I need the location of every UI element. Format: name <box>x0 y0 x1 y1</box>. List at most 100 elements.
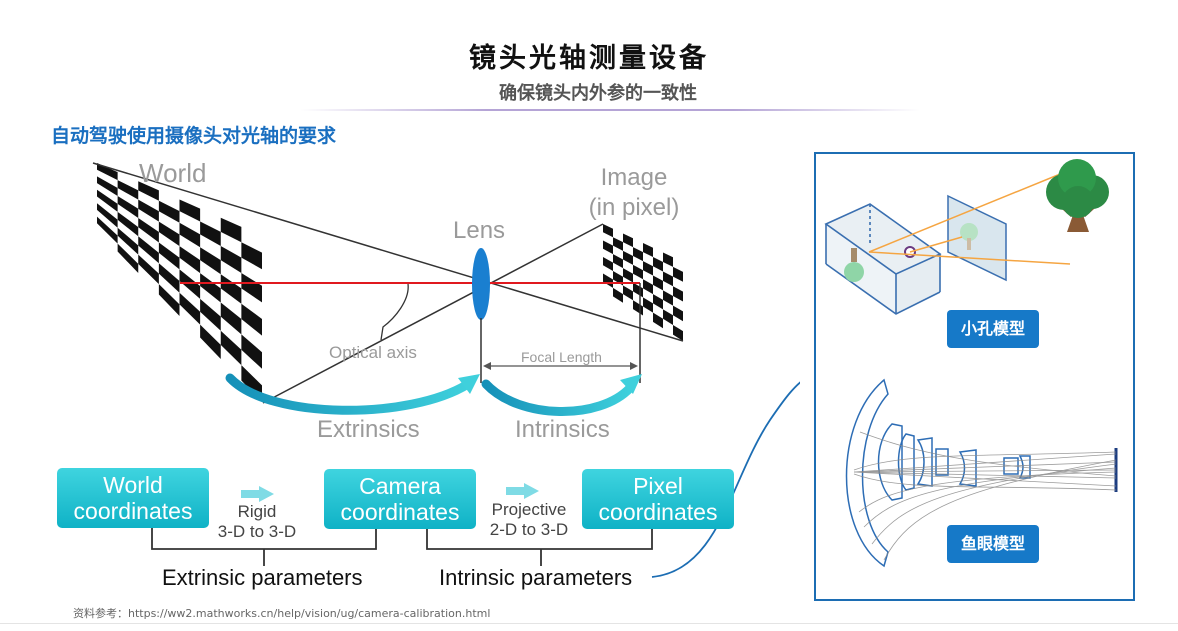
intrinsics-label: Intrinsics <box>515 416 610 443</box>
projective-line1: Projective <box>491 500 567 519</box>
checker-square <box>663 271 673 287</box>
checker-square <box>200 273 221 303</box>
fisheye-model-badge: 鱼眼模型 <box>947 525 1039 563</box>
world-label: World <box>139 158 207 188</box>
checker-square <box>673 324 683 341</box>
checker-square <box>138 199 159 222</box>
camera-coordinates-box: Camera coordinates <box>324 469 476 529</box>
checker-square <box>653 294 663 310</box>
checker-square <box>623 233 633 248</box>
checker-square <box>138 254 159 285</box>
rigid-arrow-icon <box>241 486 274 502</box>
title-divider <box>300 109 920 111</box>
optical-axis-leader <box>380 283 409 341</box>
checker-square <box>200 298 221 331</box>
checker-square <box>663 290 673 306</box>
checker-square <box>613 271 623 286</box>
focal-length-label: Focal Length <box>521 349 602 365</box>
focal-length-arrowhead-right <box>630 362 638 370</box>
tree-icon <box>1046 159 1109 232</box>
checker-square <box>633 247 643 262</box>
checker-square <box>117 195 139 218</box>
rigid-line2: 3-D to 3-D <box>217 522 297 541</box>
checker-square <box>158 284 180 316</box>
camera-box-line2: coordinates <box>340 499 460 525</box>
checker-square <box>200 247 221 275</box>
checker-square <box>643 297 653 313</box>
checker-square <box>241 272 262 303</box>
camera-model-diagram <box>92 162 800 578</box>
checker-square <box>673 286 683 302</box>
world-checkerboard <box>97 163 262 402</box>
rigid-line1: Rigid <box>237 502 277 521</box>
checker-square <box>653 257 663 272</box>
intrinsics-arrowhead <box>620 374 642 394</box>
checker-square <box>241 303 262 336</box>
projective-line2: 2-D to 3-D <box>489 520 569 539</box>
checker-square <box>623 250 633 265</box>
extrinsics-arc <box>225 373 473 415</box>
intrinsic-parameters-label: Intrinsic parameters <box>439 565 633 590</box>
checker-square <box>613 287 623 303</box>
image-label-line1: Image <box>600 164 668 191</box>
lens-label: Lens <box>453 217 506 244</box>
checker-square <box>663 252 673 267</box>
checker-square <box>603 257 613 272</box>
world-box-line1: World <box>103 472 163 498</box>
pinhole-rays <box>868 169 1071 265</box>
projective-arrow-icon <box>506 483 539 499</box>
checker-square <box>220 330 242 366</box>
world-coordinates-box: World coordinates <box>57 468 209 528</box>
bottom-rule <box>0 623 1178 624</box>
checker-square <box>653 312 663 329</box>
checker-square <box>158 221 180 247</box>
extrinsics-label: Extrinsics <box>317 416 420 443</box>
world-box-line2: coordinates <box>73 498 193 524</box>
checker-square <box>643 261 653 276</box>
checker-square <box>97 176 118 196</box>
checker-square <box>241 334 262 369</box>
checker-square <box>220 274 242 304</box>
checker-square <box>117 227 139 255</box>
checker-square <box>613 254 623 269</box>
checker-square <box>633 264 643 280</box>
extrinsics-arrowhead <box>458 374 480 394</box>
checker-square <box>613 237 623 251</box>
reference-footnote: 资料参考：https://ww2.mathworks.cn/help/visio… <box>73 607 491 620</box>
section-heading: 自动驾驶使用摄像头对光轴的要求 <box>51 125 337 147</box>
checker-square <box>673 266 683 282</box>
checker-square <box>220 246 242 273</box>
checker-square <box>117 180 139 200</box>
image-label: Image (in pixel) <box>580 163 688 223</box>
checker-square <box>220 217 242 243</box>
camera-models-illustration <box>824 159 1118 568</box>
page-title: 镜头光轴测量设备 <box>469 43 709 74</box>
checker-square <box>633 300 643 316</box>
checker-square <box>138 217 159 243</box>
camera-models-panel <box>814 152 1135 601</box>
checker-square <box>603 224 613 238</box>
checker-square <box>643 243 653 258</box>
checker-square <box>653 275 663 291</box>
intrinsics-arc <box>481 379 635 416</box>
checker-square <box>241 242 262 270</box>
checker-square <box>97 189 118 212</box>
intrinsic-bracket <box>426 527 653 550</box>
checker-square <box>633 282 643 298</box>
checker-square <box>623 268 633 283</box>
pixel-coordinates-box: Pixel coordinates <box>582 469 734 529</box>
checker-square <box>179 292 201 325</box>
fisheye-rays <box>853 431 1117 561</box>
pixel-box-line2: coordinates <box>598 499 718 525</box>
checker-square <box>179 199 201 222</box>
checker-square <box>179 269 201 299</box>
projection-line-bottom <box>262 223 604 404</box>
checker-square <box>179 222 201 248</box>
checker-square <box>117 243 139 273</box>
checker-square <box>158 263 180 293</box>
rigid-label: Rigid 3-D to 3-D <box>207 502 307 542</box>
checker-square <box>673 305 683 322</box>
projective-label: Projective 2-D to 3-D <box>479 500 579 540</box>
connector-curve <box>651 381 800 578</box>
page-subtitle: 确保镜头内外参的一致性 <box>499 83 697 104</box>
